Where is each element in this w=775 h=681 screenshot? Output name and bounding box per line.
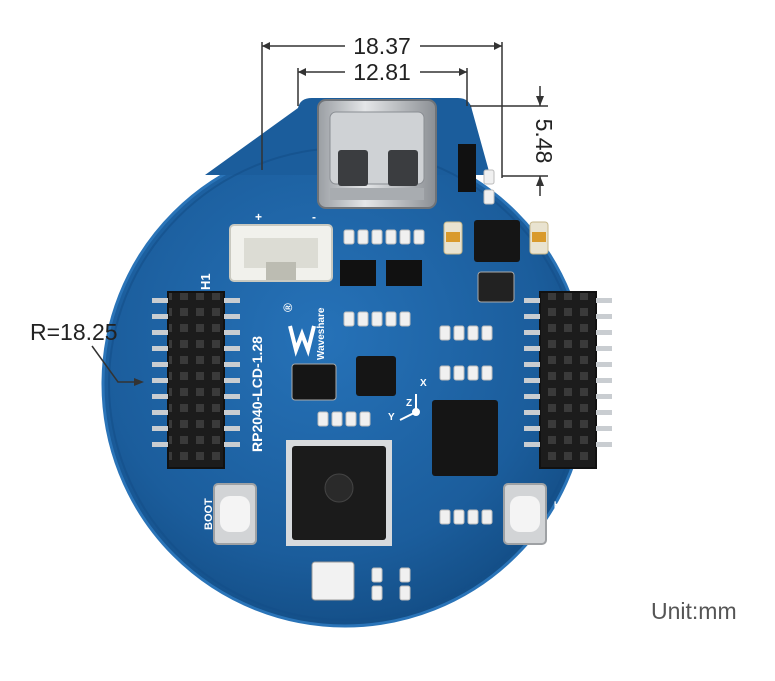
waveshare-logo-icon <box>288 325 316 357</box>
reset-button-label: RESET <box>553 501 565 538</box>
dimension-width-outer: 18.37 <box>353 33 411 59</box>
dimension-radius: R=18.25 <box>30 319 118 345</box>
header-h2-label: H2 <box>566 273 581 290</box>
unit-label: Unit:mm <box>651 598 737 624</box>
header-h1-label: H1 <box>198 273 213 290</box>
dimension-height-connector: 5.48 <box>531 119 557 164</box>
axis-z-label: Z <box>406 398 412 409</box>
axis-x-label: X <box>420 378 427 389</box>
battery-minus-label: - <box>312 210 316 224</box>
registered-mark: ® <box>281 303 295 312</box>
dimension-width-connector: 12.81 <box>353 59 411 85</box>
dimension-arrows <box>134 42 544 386</box>
boot-button: BOOT <box>203 483 257 545</box>
battery-connector: + - <box>229 210 333 282</box>
boot-button-label: BOOT <box>203 498 215 530</box>
reset-button: RESET <box>503 483 565 545</box>
axis-indicator <box>399 394 420 421</box>
small-chips <box>291 144 520 601</box>
battery-plus-label: + <box>255 210 262 224</box>
rp2040-chip <box>286 440 392 546</box>
brand-label: Waveshare <box>316 307 327 360</box>
header-h2: H2 <box>524 273 612 469</box>
passive-components <box>317 169 495 601</box>
axis-y-label: Y <box>388 412 395 423</box>
board-silkscreen: RP2040-LCD-1.28 Waveshare ® <box>249 303 327 452</box>
usb-c-connector <box>317 99 437 209</box>
header-h1: H1 <box>152 273 240 469</box>
model-label: RP2040-LCD-1.28 <box>249 336 265 452</box>
leds <box>443 221 549 255</box>
